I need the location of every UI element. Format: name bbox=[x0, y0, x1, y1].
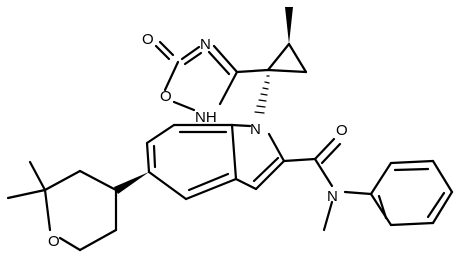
bond-c-n-2 bbox=[183, 51, 203, 66]
bond-ox2 bbox=[43, 169, 82, 192]
bond-co-o-1 bbox=[313, 137, 336, 161]
amide-group bbox=[282, 137, 373, 232]
atom-o-carbonyl: O bbox=[142, 31, 154, 48]
atom-o-amide: O bbox=[336, 122, 348, 139]
bond-n-me bbox=[322, 200, 334, 232]
bond-o-c bbox=[163, 60, 180, 92]
atom-nh-oxadiazole: NH bbox=[195, 109, 217, 126]
bond-cp-a bbox=[266, 42, 291, 72]
bond-ox1 bbox=[78, 169, 118, 192]
bond-b4 bbox=[147, 170, 188, 201]
atom-o-oxane: O bbox=[48, 233, 60, 250]
bond-p1 bbox=[230, 123, 252, 128]
atom-labels: O N O NH N O N O bbox=[48, 31, 348, 250]
bond-ph4-inner bbox=[426, 191, 446, 219]
bond-b3-inner bbox=[187, 172, 230, 192]
phenyl-ring bbox=[369, 159, 454, 227]
bond-b2 bbox=[230, 123, 238, 181]
bond-me2 bbox=[6, 188, 47, 200]
bond-b5-inner bbox=[152, 144, 157, 169]
bond-c2-co bbox=[282, 157, 317, 163]
bond-c3-nh bbox=[218, 70, 239, 106]
bond-ox4 bbox=[58, 236, 82, 252]
indole-core bbox=[145, 123, 286, 201]
bond-ph6 bbox=[369, 192, 393, 227]
atom-n-indole: N bbox=[250, 121, 261, 138]
bond-ph1 bbox=[369, 161, 393, 196]
bond-p3-inner bbox=[252, 156, 280, 183]
bond-ox5 bbox=[78, 228, 118, 252]
atom-n-oxadiazole: N bbox=[200, 36, 211, 53]
bond-ph2-inner bbox=[393, 167, 430, 172]
bond-me1 bbox=[28, 160, 47, 192]
bond-co-1 bbox=[158, 40, 175, 57]
bond-ph5 bbox=[389, 221, 435, 227]
bond-ph4 bbox=[431, 190, 454, 225]
bond-ph2 bbox=[389, 159, 435, 165]
bond-p2 bbox=[267, 132, 286, 163]
bond-n-c3-inner bbox=[207, 50, 231, 76]
bond-nh-o bbox=[172, 100, 196, 112]
bond-c-n-1 bbox=[180, 45, 201, 61]
bond-cp-b bbox=[287, 42, 308, 74]
bond-co-n bbox=[313, 157, 334, 188]
bond-ph3 bbox=[431, 159, 454, 194]
bond-p4 bbox=[234, 177, 258, 191]
bond-ox3 bbox=[43, 188, 52, 232]
hashed-bond-cp-n bbox=[254, 75, 270, 114]
cyclopropane-ring bbox=[235, 7, 308, 114]
bond-b3 bbox=[184, 177, 238, 201]
bond-co-2 bbox=[154, 44, 171, 61]
oxadiazolone-ring bbox=[154, 40, 239, 112]
bond-co-o-2 bbox=[320, 142, 342, 165]
bond-n-ph bbox=[343, 190, 373, 196]
bond-ph6-inner bbox=[377, 194, 388, 220]
methyl-wedge bbox=[285, 7, 293, 44]
bond-b5 bbox=[145, 141, 151, 174]
atom-n-amide: N bbox=[327, 188, 338, 205]
bond-n-c3 bbox=[212, 44, 239, 74]
bond-p3 bbox=[254, 159, 286, 191]
bond-c3-cp bbox=[235, 68, 270, 74]
bond-b6 bbox=[145, 123, 176, 145]
bond-cp-c bbox=[266, 68, 308, 74]
oxane-wedge bbox=[114, 172, 149, 194]
atom-o-oxadiazole: O bbox=[160, 88, 172, 105]
oxane-ring bbox=[6, 160, 149, 252]
